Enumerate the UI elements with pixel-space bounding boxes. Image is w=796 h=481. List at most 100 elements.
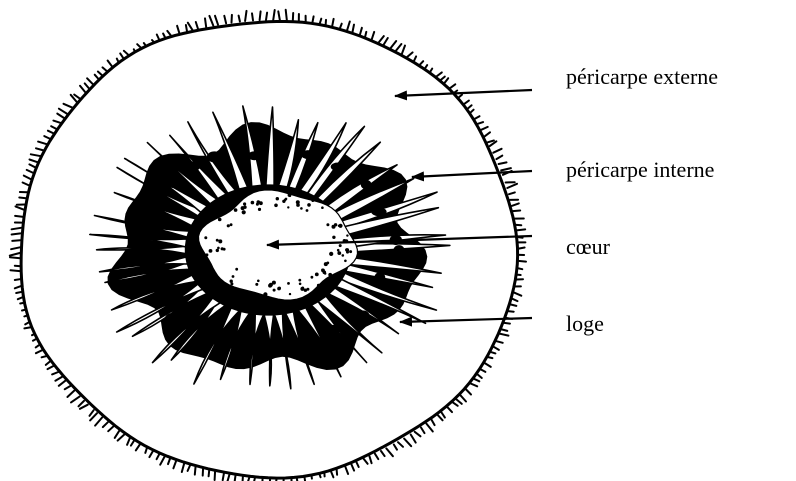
core-dot (255, 283, 258, 286)
skin-hair (437, 415, 442, 421)
core-dot (259, 201, 263, 205)
core-dot (234, 208, 238, 212)
core-dot (315, 273, 319, 277)
skin-hair (80, 405, 88, 409)
skin-hair (10, 253, 20, 256)
skin-hair (90, 410, 94, 416)
core-dot (274, 204, 278, 208)
label-loge: loge (566, 313, 604, 335)
skin-hair (108, 426, 113, 431)
core-dot (243, 202, 246, 205)
skin-hair (507, 184, 517, 188)
core-dot (342, 254, 345, 257)
core-dot (300, 207, 303, 210)
core-dot (298, 279, 301, 282)
core-dot (222, 212, 225, 215)
core-dot (256, 203, 259, 206)
core-dot (337, 251, 341, 255)
core-dot (232, 275, 235, 278)
skin-hair (131, 440, 135, 446)
skin-hair (188, 23, 193, 31)
seed (207, 151, 222, 162)
skin-hair (509, 192, 515, 194)
core-dot (317, 284, 320, 287)
skin-hair (386, 448, 393, 456)
skin-hair (44, 136, 50, 139)
skin-hair (57, 114, 64, 119)
skin-hair (115, 431, 120, 438)
core-dot (337, 249, 340, 252)
core-dot (332, 236, 335, 239)
skin-hair (266, 13, 267, 20)
core-dot (296, 203, 300, 207)
label-coeur: cœur (566, 236, 610, 258)
skin-hair (215, 16, 218, 25)
seed (325, 325, 340, 336)
core-dot (324, 262, 328, 266)
skin-hair (30, 160, 39, 163)
skin-hair (16, 206, 24, 209)
seed (145, 228, 157, 237)
core-dot (344, 260, 347, 263)
core-dot (227, 224, 230, 227)
core-dot (209, 249, 213, 253)
skin-hair (488, 141, 494, 143)
seed (262, 339, 273, 349)
seed (358, 311, 370, 323)
core-dot (204, 236, 207, 239)
core-dot (217, 247, 220, 250)
skin-hair (79, 401, 85, 406)
skin-hair (356, 461, 359, 467)
skin-hair (12, 228, 21, 230)
core-dot (242, 210, 246, 214)
seed (185, 161, 201, 171)
core-dot (324, 272, 326, 274)
skin-hair (65, 386, 71, 389)
skin-hair (431, 420, 434, 426)
core-dot (241, 206, 245, 210)
core-dot (307, 203, 311, 207)
skin-hair (15, 216, 22, 217)
skin-hair (404, 439, 411, 447)
core-dot (311, 199, 314, 202)
skin-hair (11, 270, 22, 271)
skin-hair (95, 418, 102, 426)
skin-hair (381, 451, 385, 456)
skin-hair (29, 164, 36, 167)
skin-hair (375, 454, 378, 459)
core-dot (324, 281, 327, 284)
seed (140, 216, 152, 227)
skin-hair (160, 456, 165, 465)
core-dot (230, 280, 233, 283)
skin-hair (36, 148, 44, 150)
skin-hair (12, 240, 20, 241)
core-dot (289, 293, 291, 295)
skin-hair (11, 247, 20, 249)
core-dot (289, 195, 292, 198)
skin-hair (173, 460, 176, 468)
skin-hair (496, 156, 502, 160)
seed (147, 270, 162, 279)
seed (331, 163, 345, 171)
core-dot (216, 249, 219, 252)
skin-hair (286, 10, 287, 21)
seed (167, 180, 183, 188)
skin-hair (215, 471, 216, 480)
skin-hair (103, 422, 108, 427)
skin-hair (209, 16, 213, 26)
skin-hair (369, 456, 371, 463)
core-dot (235, 268, 238, 271)
core-dot (332, 225, 336, 229)
skin-hair (136, 444, 141, 451)
skin-hair (74, 95, 80, 99)
core-dot (268, 284, 272, 288)
seed (361, 180, 372, 190)
skin-hair (12, 233, 21, 234)
seed (393, 245, 404, 256)
skin-hair (411, 435, 416, 443)
seed (229, 341, 244, 351)
seed (165, 313, 180, 324)
seed (205, 328, 218, 336)
core-dot (306, 209, 309, 212)
